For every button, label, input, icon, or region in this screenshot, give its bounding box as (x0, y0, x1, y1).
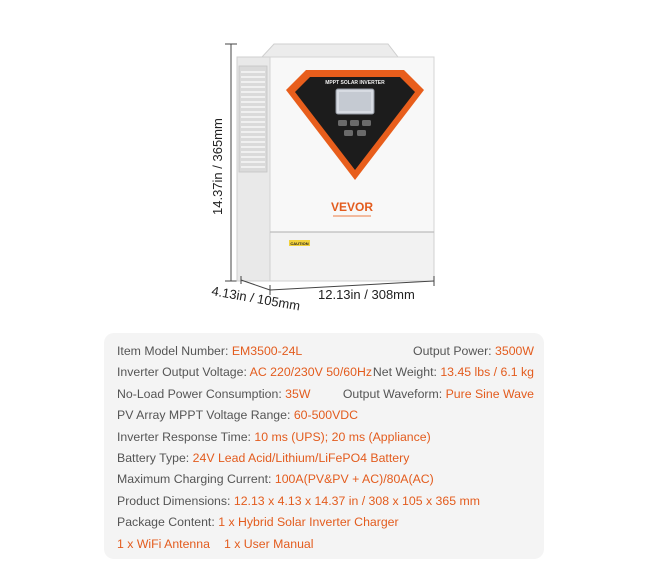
side-heatsink (236, 56, 271, 282)
spec-row-response-time: Inverter Response Time: 10 ms (UPS); 20 … (117, 427, 534, 448)
spec-row-model: Item Model Number: EM3500-24L Output Pow… (117, 341, 534, 362)
model-label: Item Model Number: (117, 344, 229, 358)
output-power: Output Power: 3500W (413, 341, 534, 362)
spec-row-package: Package Content: 1 x Hybrid Solar Invert… (117, 512, 534, 533)
display-title: MPPT SOLAR INVERTER (325, 80, 385, 86)
output-waveform: Output Waveform: Pure Sine Wave (343, 384, 534, 405)
mounting-bracket (260, 43, 400, 58)
output-voltage-value: AC 220/230V 50/60Hz (249, 365, 373, 380)
package-item: 1 x User Manual (223, 536, 314, 551)
charging-current-label: Maximum Charging Current: (117, 472, 272, 487)
width-dimension: 12.13in / 308mm (269, 276, 435, 302)
net-weight-value: 13.45 lbs / 6.1 kg (440, 365, 534, 380)
brand-logo: VEVOR (331, 200, 373, 214)
lower-cover: CAUTION (269, 231, 435, 282)
waveform-label: Output Waveform: (342, 386, 443, 401)
package-item: 1 x Hybrid Solar Inverter Charger (218, 515, 399, 530)
height-dimension: 14.37in / 365mm (210, 43, 237, 282)
spec-row-dimensions: Product Dimensions: 12.13 x 4.13 x 14.37… (117, 491, 534, 512)
dimensions-value: 12.13 x 4.13 x 14.37 in / 308 x 105 x 36… (233, 493, 480, 508)
output-power-value: 3500W (495, 344, 534, 358)
spec-row-package-extra: 1 x WiFi Antenna 1 x User Manual (117, 534, 534, 555)
response-time-label: Inverter Response Time: (117, 429, 251, 444)
width-label: 12.13in / 308mm (318, 287, 415, 302)
net-weight: Net Weight: 13.45 lbs / 6.1 kg (373, 362, 534, 383)
output-power-label: Output Power: (413, 344, 492, 358)
output-voltage-label: Inverter Output Voltage: (117, 365, 247, 380)
height-label: 14.37in / 365mm (210, 118, 225, 215)
spec-row-battery-type: Battery Type: 24V Lead Acid/Lithium/LiFe… (117, 448, 534, 469)
spec-row-charging-current: Maximum Charging Current: 100A(PV&PV + A… (117, 469, 534, 490)
battery-type-value: 24V Lead Acid/Lithium/LiFePO4 Battery (192, 450, 410, 465)
pv-range-label: PV Array MPPT Voltage Range: (117, 408, 291, 423)
front-panel: MPPT SOLAR INVERTER (286, 70, 424, 180)
package-label: Package Content: (117, 515, 215, 530)
battery-type-label: Battery Type: (117, 450, 190, 465)
depth-label: 4.13in / 105mm (210, 283, 301, 313)
product-illustration: 14.37in / 365mm MPPT SOLAR INVERTER (210, 43, 435, 314)
response-time-value: 10 ms (UPS); 20 ms (Appliance) (254, 429, 431, 444)
spec-row-output-voltage: Inverter Output Voltage: AC 220/230V 50/… (117, 362, 534, 383)
no-load-label: No-Load Power Consumption: (117, 386, 282, 401)
dimensions-label: Product Dimensions: (117, 493, 231, 508)
net-weight-label: Net Weight: (372, 365, 437, 380)
spec-panel: Item Model Number: EM3500-24L Output Pow… (104, 333, 544, 559)
package-item: 1 x WiFi Antenna (117, 536, 210, 551)
waveform-value: Pure Sine Wave (445, 386, 534, 401)
model-value: EM3500-24L (231, 344, 303, 358)
spec-row-pv-range: PV Array MPPT Voltage Range: 60-500VDC (117, 405, 534, 426)
pv-range-value: 60-500VDC (293, 408, 359, 423)
spec-row-no-load: No-Load Power Consumption: 35W Output Wa… (117, 384, 534, 405)
caution-text: CAUTION (290, 241, 308, 246)
caution-sticker (289, 240, 310, 246)
depth-dimension: 4.13in / 105mm (210, 276, 301, 314)
charging-current-value: 100A(PV&PV + AC)/80A(AC) (274, 472, 434, 487)
no-load-value: 35W (285, 386, 311, 401)
